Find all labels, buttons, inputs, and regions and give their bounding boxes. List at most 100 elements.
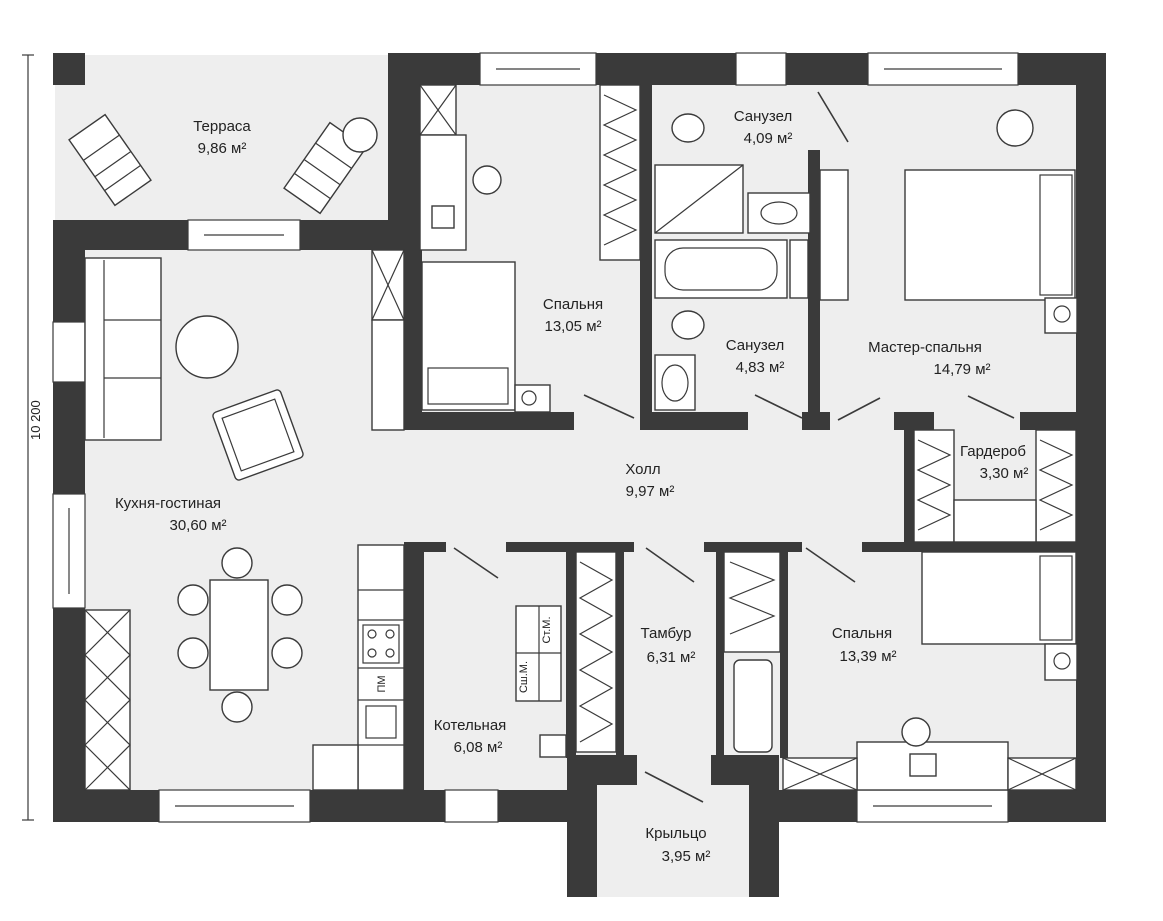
dimension-line: 10 200 (22, 54, 43, 821)
desk-icon (419, 134, 467, 251)
door-bath1 (817, 91, 849, 143)
room-area-master: 14,79 м² (933, 361, 990, 378)
vestibule-closet-icon (575, 551, 617, 753)
wall-int-9 (904, 430, 914, 548)
room-area-vestibule: 6,31 м² (647, 649, 696, 666)
rug-icon (996, 109, 1034, 147)
room-area-hall: 9,97 м² (626, 483, 675, 500)
laptop-icon (909, 753, 937, 777)
room-name-bedroom2: Спальня (832, 625, 892, 642)
wall-right (1076, 53, 1106, 821)
wall-corner (53, 53, 85, 85)
terrace-table-icon (342, 117, 378, 153)
room-area-bedroom1: 13,05 м² (544, 318, 601, 335)
wall-int-12 (404, 542, 446, 552)
room-area-boiler: 6,08 м² (454, 739, 503, 756)
room-name-boiler: Котельная (434, 717, 507, 734)
toilet-icon (671, 310, 705, 340)
window-boiler (444, 789, 499, 823)
wall-int-18 (780, 552, 788, 758)
wall-terrace-1 (53, 220, 188, 250)
wall-top-2 (596, 53, 736, 85)
window-living-left-1 (52, 321, 86, 383)
dining-chairs (177, 547, 303, 723)
bed-icon (421, 261, 516, 411)
windows (52, 52, 1019, 823)
chair-icon (177, 637, 209, 669)
bed-icon (921, 551, 1077, 645)
walls (53, 53, 1106, 897)
wall-top-3 (786, 53, 868, 85)
kitchen-sink-icon (365, 705, 397, 739)
wall-left-2 (53, 382, 85, 494)
door-master (837, 397, 881, 421)
room-area-porch: 3,95 м² (662, 848, 711, 865)
room-name-master: Мастер-спальня (868, 339, 982, 356)
door-wardrobe (967, 395, 1015, 419)
armchair-icon (212, 389, 304, 481)
wall-bottom-1 (53, 790, 159, 822)
wall-int-8 (1020, 412, 1078, 430)
door-bath2 (754, 394, 803, 419)
hallway-closet-icon (723, 551, 781, 653)
wall-terrace-3 (388, 53, 420, 250)
nightstand-icon (514, 384, 551, 413)
room-area-living: 30,60 м² (169, 517, 226, 534)
wall-bottom-2 (310, 790, 445, 822)
room-name-bedroom1: Спальня (543, 296, 603, 313)
room-name-vestibule: Тамбур (641, 625, 692, 642)
chair-icon (221, 691, 253, 723)
wall-int-7 (894, 412, 934, 430)
tv-stand-icon (371, 319, 405, 431)
wall-int-4 (640, 85, 652, 430)
sink-icon (654, 354, 696, 411)
wall-int-15 (566, 552, 576, 758)
room-area-bath1: 4,09 м² (744, 130, 793, 147)
wall-porch-top-2 (711, 755, 779, 785)
wall-left-3 (53, 608, 85, 822)
room-area-bath2: 4,83 м² (736, 359, 785, 376)
wall-int-3 (640, 412, 748, 430)
room-name-wardrobe: Гардероб (960, 443, 1026, 460)
chair-icon (177, 584, 209, 616)
room-name-hall: Холл (625, 461, 660, 478)
desk-chair-icon (472, 165, 502, 195)
bathtub-icon (654, 239, 788, 299)
wall-bottom-5 (1008, 790, 1106, 822)
master-closet-icon (819, 169, 849, 301)
door-bedroom1 (583, 394, 635, 419)
wall-int-1 (404, 250, 422, 430)
boiler-icon (539, 734, 567, 758)
room-name-bath1: Санузел (734, 108, 792, 125)
coffee-table-icon (175, 315, 239, 379)
dryer-label: Сш.М. (518, 661, 530, 693)
door-vestibule (645, 547, 695, 583)
room-name-porch: Крыльцо (645, 825, 706, 842)
door-bedroom2 (805, 547, 856, 583)
laptop-icon (431, 205, 455, 229)
furniture: ПМ Сш.М. Ст.М. (68, 84, 1078, 791)
wall-int-10 (862, 542, 1078, 552)
bed-icon (904, 169, 1076, 301)
wall-int-11 (404, 542, 424, 792)
wall-int-13 (506, 542, 634, 552)
toilet-icon (671, 113, 705, 143)
room-name-living: Кухня-гостиная (115, 495, 221, 512)
wall-int-14 (704, 542, 802, 552)
room-area-bedroom2: 13,39 м² (839, 648, 896, 665)
room-name-bath2: Санузел (726, 337, 784, 354)
nightstand-icon (1044, 297, 1078, 334)
dining-table-icon (209, 579, 269, 691)
height-dimension-label: 10 200 (28, 400, 43, 440)
sofa-icon (84, 257, 162, 441)
wall-porch-top-1 (567, 755, 637, 785)
porch-floor (567, 785, 779, 897)
chair-icon (271, 584, 303, 616)
deck-chair-icon (283, 121, 367, 215)
sink-icon (747, 192, 811, 234)
wall-int-5 (808, 150, 820, 430)
nightstand-icon (1044, 643, 1078, 681)
window-bath (735, 52, 787, 86)
doors (453, 91, 1015, 803)
